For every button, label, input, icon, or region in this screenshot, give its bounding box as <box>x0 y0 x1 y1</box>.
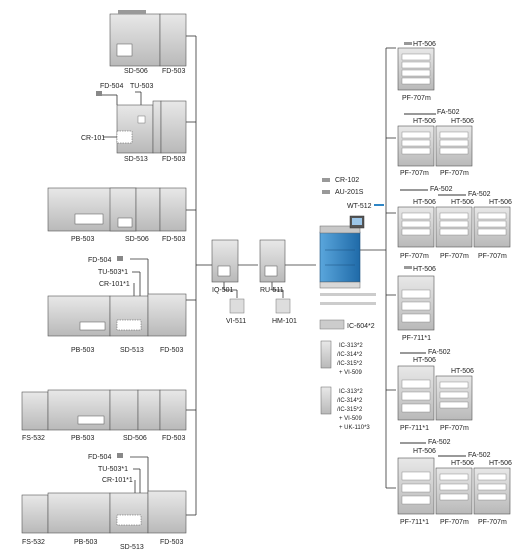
label: FA-502 <box>468 452 491 459</box>
label: PF-707m <box>400 253 429 260</box>
label: SD-506 <box>124 68 148 75</box>
label: SD-506 <box>125 236 149 243</box>
right-config-5: FA-502 HT-506 HT-506 PF-711*1 PF-707m <box>397 349 474 432</box>
label: PF-711*1 <box>402 335 431 342</box>
label: TU-503 <box>130 83 153 90</box>
label: FA-502 <box>428 439 451 446</box>
label: FD-503 <box>162 236 185 243</box>
left-config-3: PB-503 SD-506 FD-503 <box>47 187 187 243</box>
label: CR-101*1 <box>99 281 130 288</box>
label: FD-503 <box>160 347 183 354</box>
label: PB-503 <box>74 539 97 546</box>
right-config-1: HT-506 PF-707m <box>397 41 436 102</box>
label: SD-506 <box>123 435 147 442</box>
label: IC-313*2 <box>339 389 363 395</box>
left-config-1: SD-506 FD-503 <box>109 10 187 75</box>
label: + UK-110*3 <box>339 425 370 431</box>
label: SD-513 <box>124 156 148 163</box>
ic-group-2: IC-313*2 /IC-314*2 /IC-315*2 + VI-509 + … <box>320 386 370 431</box>
label: FD-504 <box>88 257 111 264</box>
main-unit: CR-102 AU-201S WT-512 <box>319 177 384 305</box>
label: HT-506 <box>451 460 474 467</box>
ic-604: IC-604*2 <box>319 319 375 330</box>
label: IC-604*2 <box>347 323 375 330</box>
label: TU-503*1 <box>98 269 128 276</box>
left-config-2: FD-504 TU-503 CR-101 SD-513 FD-503 <box>81 83 187 163</box>
left-config-4: FD-504 TU-503*1 CR-101*1 PB-503 SD-513 F… <box>47 256 187 354</box>
label: HT-506 <box>413 41 436 48</box>
right-config-6: FA-502 FA-502 HT-506 HT-506 HT-506 PF-71… <box>397 439 512 526</box>
label: PB-503 <box>71 347 94 354</box>
label: CR-102 <box>335 177 359 184</box>
label: /IC-315*2 <box>337 361 363 367</box>
label: SD-513 <box>120 347 144 354</box>
label: IC-313*2 <box>339 343 363 349</box>
label: PF-707m <box>402 95 431 102</box>
label: + VI-509 <box>339 370 363 376</box>
right-config-4: HT-506 PF-711*1 <box>397 266 436 342</box>
label: FD-503 <box>162 156 185 163</box>
label: RU-511 <box>260 287 284 294</box>
label: HM-101 <box>272 318 297 325</box>
label: FS-532 <box>22 435 45 442</box>
label: FD-503 <box>162 435 185 442</box>
label: + VI-509 <box>339 416 363 422</box>
label: FA-502 <box>437 109 460 116</box>
label: FD-504 <box>100 83 123 90</box>
label: HT-506 <box>451 118 474 125</box>
label: HT-506 <box>413 266 436 273</box>
label: PF-707m <box>400 170 429 177</box>
label: CR-101*1 <box>102 477 133 484</box>
left-config-6: FD-504 TU-503*1 CR-101*1 FS-532 PB-503 S… <box>21 453 187 551</box>
label: HT-506 <box>451 368 474 375</box>
label: CR-101 <box>81 135 105 142</box>
label: HT-506 <box>489 460 512 467</box>
label: FS-532 <box>22 539 45 546</box>
label: SD-513 <box>120 544 144 551</box>
label: FD-504 <box>88 454 111 461</box>
label: TU-503*1 <box>98 466 128 473</box>
label: FA-502 <box>430 186 453 193</box>
label: HT-506 <box>413 357 436 364</box>
label: HT-506 <box>451 199 474 206</box>
label: FD-503 <box>160 539 183 546</box>
left-config-5: FS-532 PB-503 SD-506 FD-503 <box>21 389 187 442</box>
label: PF-707m <box>478 519 507 526</box>
right-config-3: FA-502 FA-502 HT-506 HT-506 HT-506 PF-70… <box>397 186 512 260</box>
label: HT-506 <box>489 199 512 206</box>
label: /IC-315*2 <box>337 407 363 413</box>
label: PF-711*1 <box>400 519 429 526</box>
label: /IC-314*2 <box>337 398 363 404</box>
ic-group-1: IC-313*2 /IC-314*2 /IC-315*2 + VI-509 <box>320 340 363 376</box>
label: PF-707m <box>440 425 469 432</box>
label: FA-502 <box>428 349 451 356</box>
label: WT-512 <box>347 203 372 210</box>
label: PF-707m <box>440 170 469 177</box>
label: HT-506 <box>413 199 436 206</box>
label: PB-503 <box>71 435 94 442</box>
label: HT-506 <box>413 118 436 125</box>
label: VI-511 <box>226 318 246 325</box>
label: IQ-501 <box>212 287 234 294</box>
middle-units: IQ-501 VI-511 RU-511 HM-101 <box>211 239 297 325</box>
label: AU-201S <box>335 189 364 196</box>
label: PF-707m <box>440 519 469 526</box>
label: PF-707m <box>478 253 507 260</box>
right-config-2: FA-502 HT-506 HT-506 PF-707m PF-707m <box>397 109 474 177</box>
label: FA-502 <box>468 191 491 198</box>
label: HT-506 <box>413 448 436 455</box>
label: PF-707m <box>440 253 469 260</box>
label: FD-503 <box>162 68 185 75</box>
label: PF-711*1 <box>400 425 429 432</box>
label: PB-503 <box>71 236 94 243</box>
label: /IC-314*2 <box>337 352 363 358</box>
